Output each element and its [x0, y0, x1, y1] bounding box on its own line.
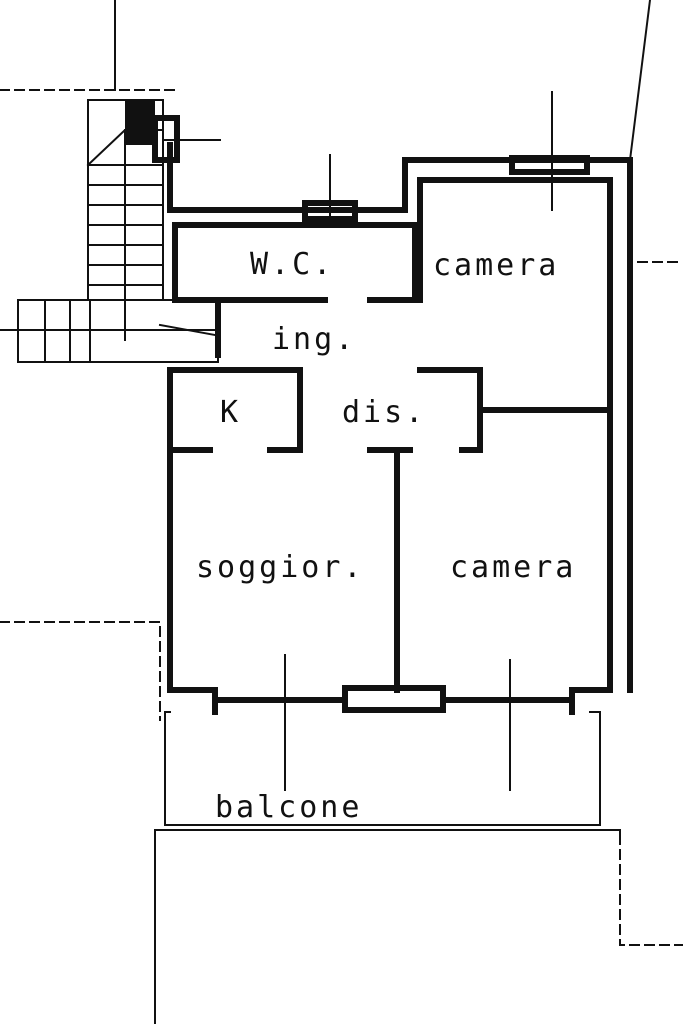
- room-label-camera-top: camera: [433, 248, 560, 283]
- windows: [302, 91, 590, 226]
- room-label-disimpegno: dis.: [342, 395, 427, 430]
- neighbour-boundaries: [0, 0, 683, 946]
- room-label-kitchen: K: [220, 395, 242, 430]
- elevator-shaft: [125, 100, 155, 145]
- walls: [167, 142, 633, 715]
- room-label-balcone: balcone: [215, 790, 363, 825]
- room-label-soggiorno: soggior.: [196, 550, 365, 585]
- room-label-camera-bottom: camera: [450, 550, 577, 585]
- staircase: [0, 99, 221, 363]
- room-label-wc: W.C.: [250, 247, 335, 282]
- balcony-outline: [154, 654, 621, 1024]
- room-label-ingresso: ing.: [272, 322, 357, 357]
